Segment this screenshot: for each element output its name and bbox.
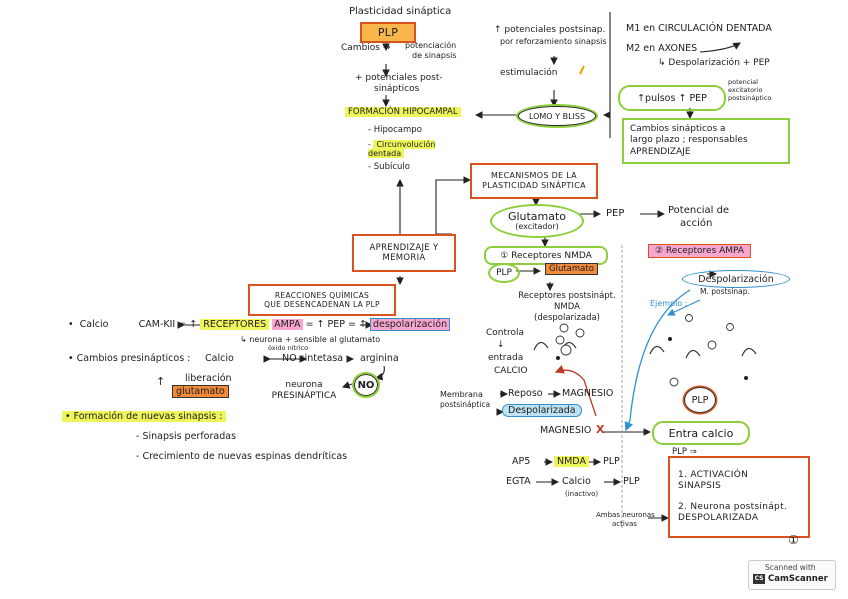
pep-note-line1: potencial — [728, 78, 758, 86]
cambios-sinapticos-box: Cambios sinápticos a largo plazo ; respo… — [622, 118, 790, 164]
plp-oval: PLP — [488, 263, 520, 283]
membrana-line2: postsináptica — [440, 400, 491, 409]
controla-line1: Controla — [486, 328, 525, 338]
m-postsinap-label: M. postsinap. — [700, 287, 750, 296]
potencial-accion-line1: Potencial de — [668, 205, 730, 216]
pulsos-oval: ↑pulsos ↑ PEP — [618, 85, 726, 111]
ap5-plp-label: PLP — [603, 456, 620, 467]
hipocampal-item-1: - Hipocampo — [368, 125, 422, 135]
entra-calcio-oval: Entra calcio — [652, 421, 750, 445]
neurona-sensible-line2: óxido nítrico — [268, 344, 309, 352]
cambios-line1: Cambios → — [341, 43, 391, 53]
plp-list-title: PLP ⇒ — [672, 447, 697, 457]
controla-line2: ↓ — [497, 340, 505, 350]
calcio-line: • Calcio CAM-KII = ↑ RECEPTORES AMPA = ↑… — [68, 318, 451, 331]
magnesio-x-label: MAGNESIO — [540, 425, 592, 436]
crecimiento-label: - Crecimiento de nuevas espinas dendríti… — [136, 451, 348, 462]
despolarizada-label: Despolarizada — [502, 404, 582, 417]
camscanner-logo-icon: CS — [753, 574, 765, 584]
up-arrow: ↑ — [156, 375, 166, 388]
despolarizacion-pep-label: ↳ Despolarización + PEP — [658, 58, 770, 68]
potenciales-post-line1: ↑ potenciales postsinap. — [494, 25, 606, 35]
ambas-line2: activas — [612, 520, 637, 528]
receptores-postsinapt-line1: Receptores postsinápt. — [518, 291, 616, 301]
plp-circle: PLP — [684, 387, 716, 413]
cambios-line2: potenciación — [405, 41, 457, 50]
sinapsis-perforadas-label: - Sinapsis perforadas — [136, 431, 237, 442]
receptores-postsinapt-line3: (despolarizada) — [534, 313, 600, 323]
neurona-presinaptica-line2: PRESINÁPTICA — [271, 391, 337, 401]
egta-inactivo-label: (inactivo) — [565, 490, 599, 498]
no-sintetasa-label: NO sintetasa — [282, 353, 344, 364]
glutamato-oval: Glutamato (excitador) — [490, 204, 584, 238]
ejemplo-label: Ejemplo : — [650, 299, 688, 308]
liberacion-label: liberación — [185, 373, 232, 384]
egta-calcio-label: Calcio — [562, 476, 591, 487]
estimulacion-label: estimulación — [500, 68, 558, 78]
camscanner-line2: CamScanner — [768, 574, 828, 584]
egta-label: EGTA — [506, 476, 531, 487]
despolarizacion-oval: Despolarización — [682, 270, 790, 288]
reposo-label: Reposo — [508, 388, 543, 399]
mas-potenciales-line1: + potenciales post- — [355, 73, 443, 83]
mecanismos-box: MECANISMOS DE LA PLASTICIDAD SINÁPTICA — [470, 163, 598, 199]
no-circle: NO — [352, 372, 380, 398]
pep-note-line3: postsináptico — [728, 94, 772, 102]
receptores-postsinapt-line2: NMDA — [554, 302, 580, 312]
m1-label: M1 en CIRCULACIÓN DENTADA — [626, 23, 772, 34]
glutamato-hl-label: glutamato — [172, 385, 229, 398]
neurona-sensible-line1: ↳ neurona + sensible al glutamato — [240, 335, 381, 344]
egta-plp-label: PLP — [623, 476, 640, 487]
mas-potenciales-line2: sinápticos — [374, 84, 420, 94]
aprendizaje-box: APRENDIZAJE Y MEMORIA — [352, 234, 456, 272]
cambios-presinapticos-label: • Cambios presinápticos : — [68, 353, 191, 364]
potencial-accion-line2: acción — [680, 218, 713, 229]
x-mark: X — [596, 423, 605, 436]
camscanner-line1: Scanned with — [765, 563, 816, 572]
lomo-bliss-oval: LOMO Y BLISS — [518, 106, 596, 126]
ap5-nmda-label: NMDA — [554, 456, 589, 468]
arginina-label: arginina — [360, 353, 399, 364]
m2-label: M2 en AXONES — [626, 43, 698, 54]
cambios-line3: de sinapsis — [412, 51, 457, 60]
magnesio-label: MAGNESIO — [562, 388, 614, 399]
potenciales-post-line2: por reforzamiento sinapsis — [500, 37, 607, 46]
ap5-label: AP5 — [512, 456, 531, 467]
plp-box: PLP — [360, 22, 416, 43]
camscanner-watermark: Scanned with CS CamScanner — [748, 560, 836, 590]
formacion-nuevas-label: • Formación de nuevas sinapsis : — [62, 411, 226, 423]
plp-list-box: 1. ACTIVACIÓN SINAPSIS 2. Neurona postsi… — [668, 456, 810, 538]
ambas-line1: Ambas neuronas — [596, 511, 655, 519]
neurona-presinaptica-line1: neurona — [285, 380, 323, 390]
pep-note-line2: excitatorio — [728, 86, 763, 94]
controla-line3: entrada — [488, 353, 524, 363]
formacion-hipocampal-title: FORMACIÓN HIPOCAMPAL — [345, 107, 461, 118]
reacciones-box: REACCIONES QUÍMICAS QUE DESENCADENAN LA … — [248, 284, 396, 316]
hipocampal-item-3: - Subículo — [368, 162, 410, 172]
membrana-line1: Membrana — [440, 390, 483, 399]
cambios-presinapticos-calcio: Calcio — [205, 353, 234, 364]
pep-arrow-label: PEP — [606, 208, 625, 219]
hipocampal-item-2: - Circunvolución dentada — [368, 140, 436, 159]
receptores-ampa-label: ② Receptores AMPA — [648, 244, 752, 258]
top-title: Plasticidad sináptica — [349, 6, 452, 17]
page-number: ① — [788, 533, 799, 547]
glutamato-tag: Glutamato — [545, 263, 598, 275]
controla-line4: CALCIO — [494, 366, 528, 376]
